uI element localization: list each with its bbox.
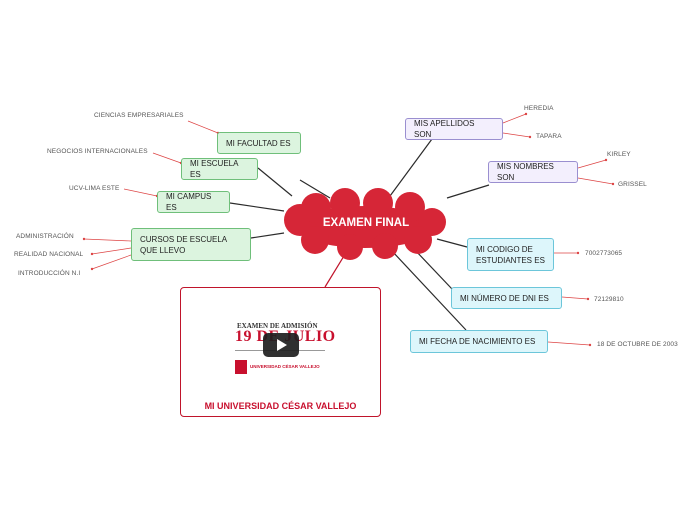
node-label: MIS APELLIDOS SON xyxy=(414,119,475,139)
leaf-codigo[interactable]: 7002773065 xyxy=(585,250,623,257)
node-label: CURSOS DE ESCUELA QUE LLEVO xyxy=(140,234,227,255)
node-apellidos[interactable]: MIS APELLIDOS SON xyxy=(405,118,503,140)
leaf-apellido-1[interactable]: HEREDIA xyxy=(524,105,554,112)
node-label: MI FECHA DE NACIMIENTO ES xyxy=(419,337,536,346)
central-cloud xyxy=(284,188,446,260)
node-escuela[interactable]: MI ESCUELA ES xyxy=(181,158,258,180)
leaf-curso-3[interactable]: INTRODUCCIÓN N.I xyxy=(18,270,81,277)
node-cursos[interactable]: CURSOS DE ESCUELA QUE LLEVO xyxy=(131,228,251,261)
node-nacimiento[interactable]: MI FECHA DE NACIMIENTO ES xyxy=(410,330,548,353)
leaf-nacimiento[interactable]: 18 DE OCTUBRE DE 2003 xyxy=(597,341,678,348)
leaf-facultad[interactable]: CIENCIAS EMPRESARIALES xyxy=(94,112,184,119)
media-card[interactable]: EXAMEN DE ADMISIÓN 19 DE JULIO UNIVERSID… xyxy=(180,287,381,417)
node-label: MI ESCUELA ES xyxy=(190,159,239,179)
node-label: MI NÚMERO DE DNI ES xyxy=(460,293,549,303)
leaf-escuela[interactable]: NEGOCIOS INTERNACIONALES xyxy=(47,148,148,155)
node-campus[interactable]: MI CAMPUS ES xyxy=(157,191,230,213)
logo-text: UNIVERSIDAD CÉSAR VALLEJO xyxy=(250,364,320,369)
node-label: MI CAMPUS ES xyxy=(166,192,212,212)
node-label: MI CODIGO DE ESTUDIANTES ES xyxy=(476,244,545,265)
node-label: MIS NOMBRES SON xyxy=(497,162,554,182)
node-facultad[interactable]: MI FACULTAD ES xyxy=(217,132,301,154)
play-icon[interactable] xyxy=(263,333,299,357)
leaf-nombre-2[interactable]: GRISSEL xyxy=(618,181,647,188)
node-label: MI FACULTAD ES xyxy=(226,138,291,148)
thumbnail-caption: EXAMEN DE ADMISIÓN xyxy=(237,322,318,330)
university-logo-icon xyxy=(235,360,247,374)
media-title: MI UNIVERSIDAD CÉSAR VALLEJO xyxy=(204,401,357,411)
node-dni[interactable]: MI NÚMERO DE DNI ES xyxy=(451,287,562,309)
leaf-campus[interactable]: UCV-LIMA ESTE xyxy=(69,185,120,192)
leaf-nombre-1[interactable]: KIRLEY xyxy=(607,151,631,158)
node-nombres[interactable]: MIS NOMBRES SON xyxy=(488,161,578,183)
leaf-dni[interactable]: 72129810 xyxy=(594,296,624,303)
node-codigo[interactable]: MI CODIGO DE ESTUDIANTES ES xyxy=(467,238,554,271)
leaf-curso-1[interactable]: ADMINISTRACIÓN xyxy=(16,233,74,240)
central-topic[interactable]: EXAMEN FINAL xyxy=(322,217,410,229)
leaf-curso-2[interactable]: REALIDAD NACIONAL xyxy=(14,251,84,258)
leaf-apellido-2[interactable]: TAPARA xyxy=(536,133,562,140)
